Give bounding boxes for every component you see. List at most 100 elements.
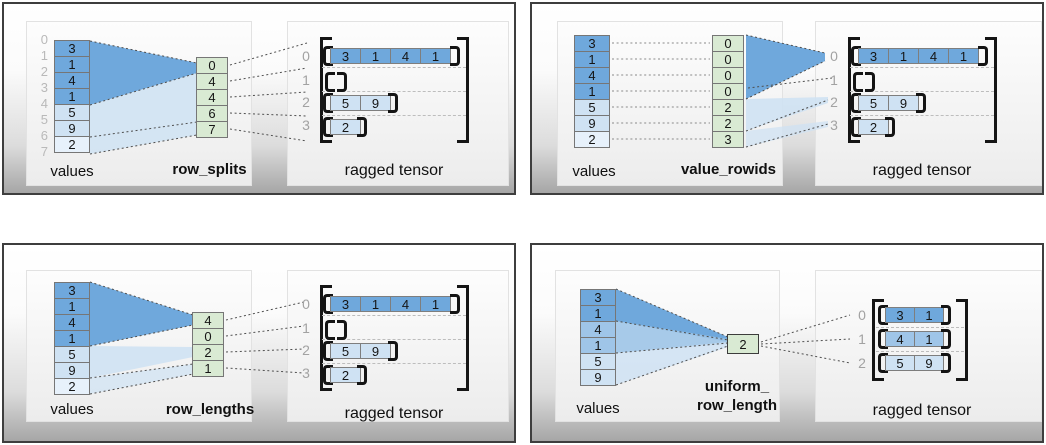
row-cell: 5 (330, 343, 361, 359)
row-separator (876, 351, 964, 352)
value-cell: 5 (580, 353, 616, 370)
row-bracket-right (941, 329, 951, 349)
dark-fan-shape (90, 41, 197, 105)
ragged-row: 2 (330, 367, 361, 383)
row-bracket-right (450, 294, 460, 314)
row-label: 0 (858, 307, 866, 323)
row-label: 2 (858, 355, 866, 371)
row-label: 0 (830, 48, 838, 64)
value-cell: 9 (574, 115, 610, 132)
value-cell: 2 (574, 131, 610, 148)
dark-fan-shape (616, 289, 728, 342)
value-cell: 3 (580, 289, 616, 306)
value-cell: 9 (580, 369, 616, 386)
value-cell: 1 (574, 51, 610, 68)
value-cell: 9 (54, 362, 90, 379)
row-lengths-cell: 2 (192, 344, 224, 361)
row-cell: 1 (360, 296, 391, 312)
ragged-tensor-label: ragged tensor (344, 162, 444, 179)
fan-connector-overlay (89, 40, 308, 155)
value-index: 5 (40, 112, 48, 127)
row-bracket-left (323, 46, 333, 66)
value-cell: 1 (574, 83, 610, 100)
value-rowids-cell: 0 (712, 83, 744, 100)
row-cell: 5 (858, 95, 889, 111)
ragged-row: 3 1 4 1 (330, 296, 451, 312)
row-label: 3 (830, 117, 838, 133)
row-bracket-left (323, 93, 333, 113)
method-label: uniform_ row_length (677, 377, 797, 415)
row-bracket-left (851, 93, 861, 113)
row-bracket-left (851, 117, 861, 137)
row-separator (322, 115, 466, 116)
value-cell: 5 (54, 346, 90, 363)
row-label: 2 (830, 94, 838, 110)
ragged-tensor-label: ragged tensor (872, 402, 972, 419)
row-cell: 9 (360, 343, 391, 359)
value-index: 2 (40, 64, 48, 79)
row-bracket-right (978, 46, 988, 66)
row-splits-cell: 0 (196, 57, 228, 74)
row-cell: 1 (914, 307, 944, 323)
light-fan-shape (746, 97, 828, 131)
panel-value-rowids: 3 1 4 1 5 9 2 0 0 0 0 2 2 3 values value… (530, 2, 1044, 195)
row-label: 3 (302, 365, 310, 381)
fan-connector-overlay (89, 281, 305, 395)
value-cell: 1 (54, 56, 90, 73)
row-label: 1 (858, 331, 866, 347)
row-cell: 4 (390, 296, 421, 312)
value-cell: 1 (54, 298, 90, 315)
value-index: 4 (40, 96, 48, 111)
ragged-tensor-label: ragged tensor (344, 405, 444, 422)
row-cell: 3 (858, 48, 889, 64)
value-cell: 5 (574, 99, 610, 116)
value-index-column: 0 1 2 3 4 5 6 7 (30, 32, 48, 160)
value-index: 1 (40, 48, 48, 63)
value-rowids-cell: 2 (712, 99, 744, 116)
row-cell: 9 (914, 355, 944, 371)
panel-row-splits: 0 1 2 3 4 5 6 7 3 1 4 1 5 9 2 0 4 4 6 7 … (2, 2, 516, 195)
row-cell: 1 (420, 48, 451, 64)
row-bracket-right (337, 320, 347, 340)
row-cell: 4 (918, 48, 949, 64)
values-label: values (576, 400, 620, 417)
row-separator (322, 91, 466, 92)
value-rowids-cell: 0 (712, 51, 744, 68)
value-rowids-column: 0 0 0 0 2 2 3 (712, 35, 744, 148)
value-cell: 4 (574, 67, 610, 84)
fan-connector-overlay (612, 34, 833, 148)
row-label: 1 (302, 72, 310, 88)
matrix-bracket-right (457, 37, 469, 143)
value-cell: 3 (54, 282, 90, 299)
row-label: 1 (830, 72, 838, 88)
row-cell: 1 (948, 48, 979, 64)
ragged-row: 3 1 4 1 (330, 48, 451, 64)
row-separator (322, 363, 466, 364)
matrix-bracket-left (848, 37, 860, 143)
light-fan-shape (616, 342, 728, 385)
row-separator (850, 67, 994, 68)
value-cell: 1 (54, 330, 90, 347)
row-splits-cell: 4 (196, 89, 228, 106)
value-cell: 2 (54, 136, 90, 153)
row-label: 0 (302, 296, 310, 312)
value-cell: 3 (54, 40, 90, 57)
method-label: value_rowids (680, 161, 777, 178)
row-bracket-right (941, 305, 951, 325)
row-bracket-right (885, 117, 895, 137)
row-cell: 9 (888, 95, 919, 111)
row-bracket-left (853, 72, 863, 92)
ragged-row: 5 9 (885, 355, 944, 371)
ragged-tensor-label: ragged tensor (872, 162, 972, 179)
method-label: row_lengths (165, 401, 255, 418)
row-cell: 5 (330, 95, 361, 111)
ragged-row: 5 9 (858, 95, 919, 111)
row-separator (322, 67, 466, 68)
row-cell: 2 (330, 119, 361, 135)
row-bracket-right (916, 93, 926, 113)
matrix-bracket-left (320, 37, 332, 143)
value-cell: 4 (54, 314, 90, 331)
method-label-line2: row_length (696, 397, 777, 414)
values-column: 3 1 4 1 5 9 2 (574, 35, 610, 148)
